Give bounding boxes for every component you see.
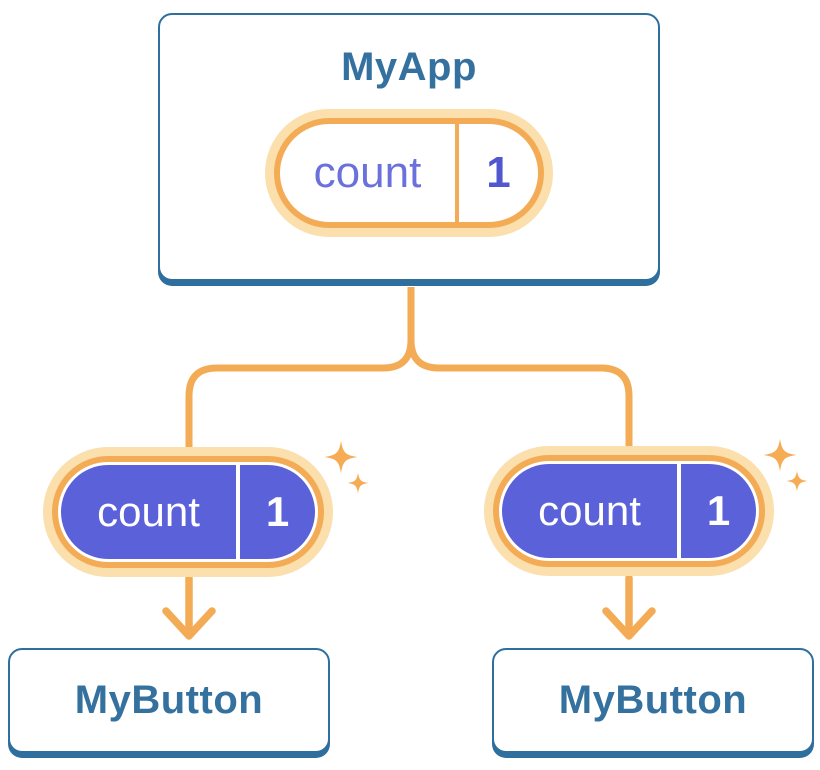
component-node-myapp: MyApp count 1 [158,13,660,281]
component-title: MyApp [341,45,477,89]
state-pill: count 1 [265,109,553,237]
prop-pill-ring: count 1 [493,455,765,567]
arrow-right-head [602,607,656,640]
pill-divider [455,124,459,222]
state-pill-ring: count 1 [274,118,544,228]
state-value: 1 [486,148,511,197]
arrow-left-head [162,607,216,640]
component-title: MyButton [74,678,264,722]
pill-divider [677,464,681,558]
prop-name: count [538,487,641,534]
component-node-mybutton-left: MyButton [8,648,330,753]
sparkle-icon [347,472,369,494]
state-name: count [313,148,422,197]
component-node-mybutton-right: MyButton [492,648,814,753]
sparkle-icon [786,470,808,492]
prop-name: count [97,488,200,535]
component-title: MyButton [558,678,748,722]
prop-value: 1 [706,487,731,534]
prop-pill-ring: count 1 [52,456,324,568]
sparkle-icon [324,440,358,474]
pill-divider [236,465,240,559]
connector-left-branch [185,287,415,460]
connector-right-branch [407,287,633,460]
prop-value: 1 [265,488,290,535]
sparkle-icon [763,438,797,472]
prop-pill-right: count 1 [484,446,774,576]
prop-pill-left: count 1 [43,447,333,577]
